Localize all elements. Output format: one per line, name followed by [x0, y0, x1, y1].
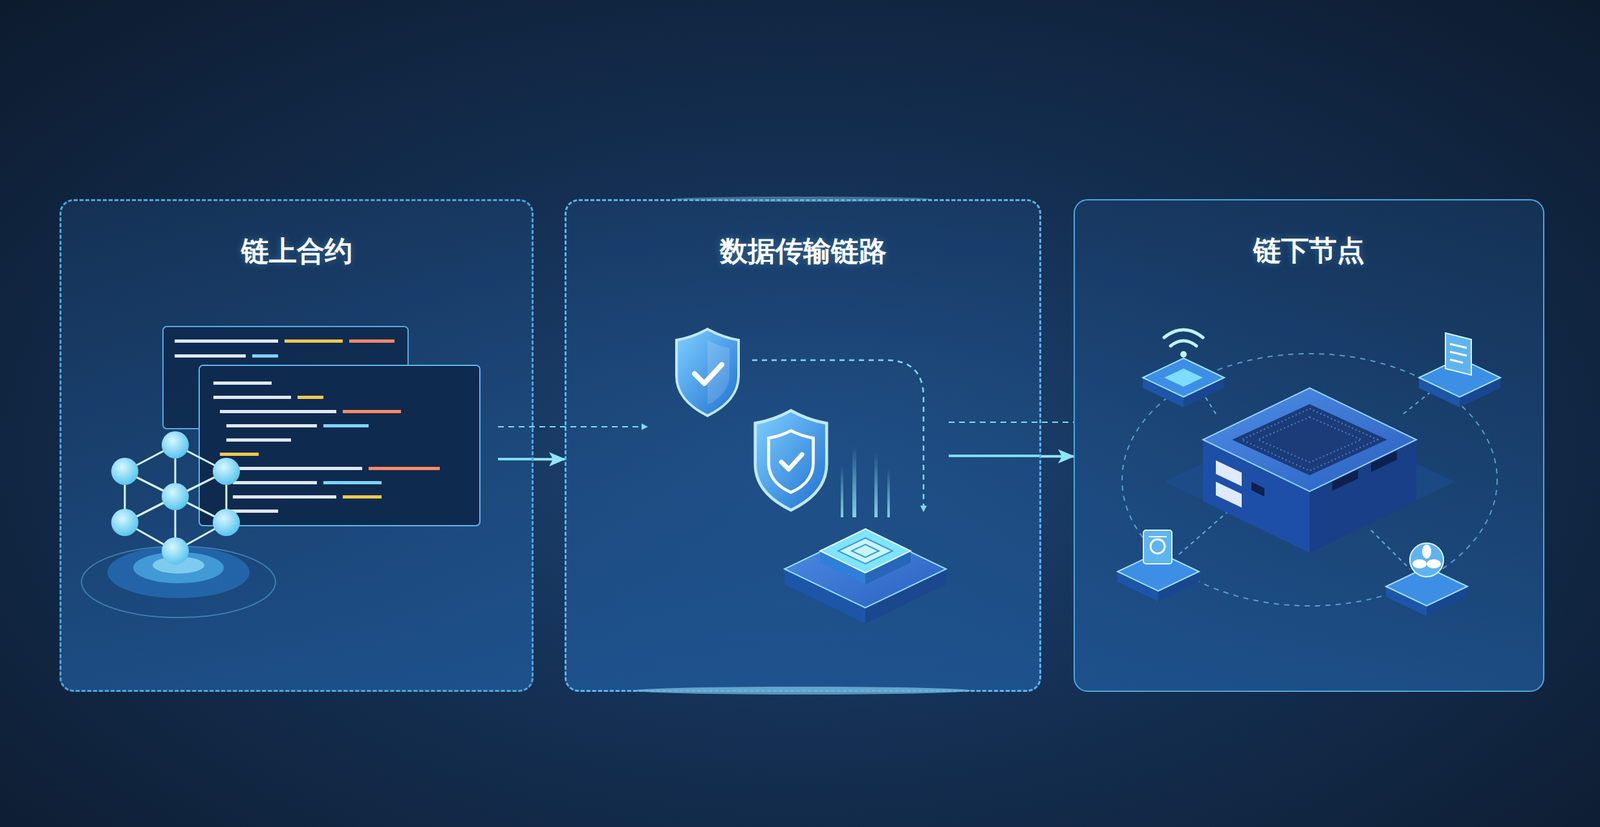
- wifi-tile: [1142, 329, 1225, 408]
- panel-title: 链上合约: [61, 234, 532, 269]
- chip-icon: [784, 446, 947, 624]
- certificate-tile: [1117, 530, 1200, 602]
- fan-tile: [1385, 543, 1468, 617]
- panel-box: 数据传输链路: [564, 199, 1042, 692]
- code-window: [162, 326, 480, 526]
- flow-arrow: [1041, 455, 1074, 458]
- panel-box: 链下节点: [1073, 199, 1545, 692]
- panel-title: 链下节点: [1074, 234, 1544, 268]
- flow-arrow: [533, 457, 565, 461]
- network-icon: [81, 431, 276, 618]
- document-tile: [1418, 333, 1501, 408]
- shield-icon: [676, 329, 739, 416]
- panel-title: 数据传输链路: [566, 234, 1040, 269]
- shield-icon: [755, 410, 827, 511]
- dashed-path: [752, 360, 924, 511]
- panel-box: 链上合约: [59, 199, 534, 692]
- panel-grounds: [59, 196, 1545, 695]
